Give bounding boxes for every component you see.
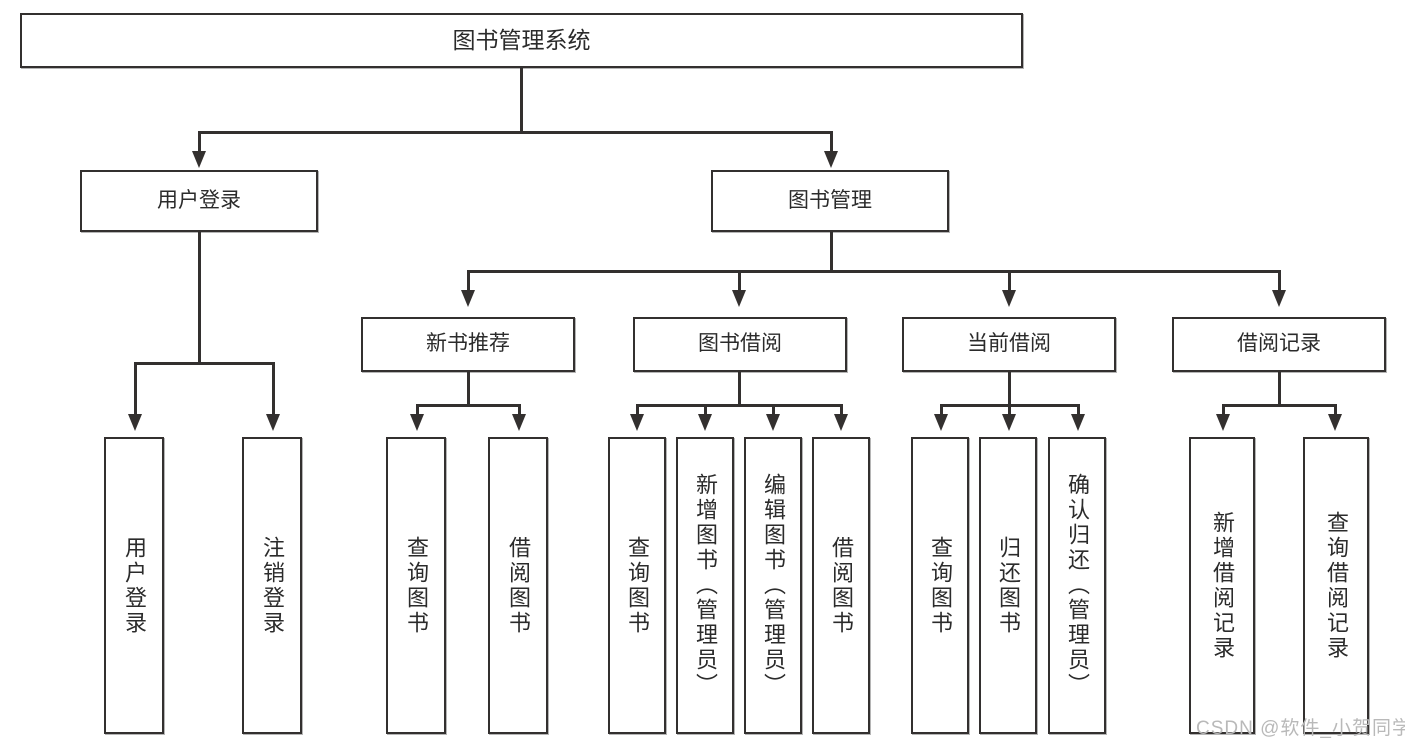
leaf-logout[interactable]: 注销登录 — [242, 437, 302, 734]
connector-current-borrow-drop-1 — [940, 404, 943, 416]
leaf-add-book-admin[interactable]: 新增图书（管理员） — [676, 437, 734, 734]
arrow-to-leaf-add-record — [1216, 414, 1230, 431]
node-label: 图书管理 — [788, 188, 872, 212]
connector-book-borrow-drop-1 — [636, 404, 639, 416]
leaf-user-login[interactable]: 用户登录 — [104, 437, 164, 734]
node-label: 查询图书 — [404, 535, 429, 636]
connector-new-book-drop-1 — [416, 404, 419, 416]
connector-new-book-stem — [467, 372, 470, 406]
connector-new-book-bar — [416, 404, 520, 407]
connector-user-login-stem — [198, 232, 201, 364]
connector-borrow-record-drop-2 — [1334, 404, 1337, 416]
connector-level3-bar — [467, 270, 1280, 273]
connector-level3-drop-4 — [1278, 270, 1281, 292]
connector-current-borrow-drop-3 — [1077, 404, 1080, 416]
arrow-to-book-borrow — [732, 290, 746, 307]
arrow-to-leaf-return-book — [1002, 414, 1016, 431]
node-label: 归还图书 — [996, 535, 1021, 636]
node-borrow-record[interactable]: 借阅记录 — [1172, 317, 1386, 372]
node-label: 注销登录 — [260, 535, 285, 636]
connector-borrow-record-drop-1 — [1222, 404, 1225, 416]
arrow-to-book-manage — [824, 151, 838, 168]
leaf-query-book-borrow[interactable]: 查询图书 — [608, 437, 666, 734]
leaf-return-book[interactable]: 归还图书 — [979, 437, 1037, 734]
arrow-to-user-login — [192, 151, 206, 168]
node-label: 查询图书 — [625, 535, 650, 636]
connector-new-book-drop-2 — [518, 404, 521, 416]
connector-level2-bar — [198, 131, 832, 134]
node-label: 借阅图书 — [506, 535, 531, 636]
arrow-to-leaf-user-login — [128, 414, 142, 431]
arrow-to-new-book-recommend — [461, 290, 475, 307]
connector-current-borrow-drop-2 — [1008, 404, 1011, 416]
arrow-to-borrow-record — [1272, 290, 1286, 307]
node-book-borrow[interactable]: 图书借阅 — [633, 317, 847, 372]
node-label: 新增图书（管理员） — [693, 473, 718, 698]
node-label: 编辑图书（管理员） — [761, 473, 786, 698]
node-label: 借阅记录 — [1237, 332, 1321, 356]
leaf-query-borrow-record[interactable]: 查询借阅记录 — [1303, 437, 1369, 734]
arrow-to-leaf-query-record — [1328, 414, 1342, 431]
leaf-query-book-current[interactable]: 查询图书 — [911, 437, 969, 734]
connector-current-borrow-stem — [1008, 372, 1011, 406]
connector-book-borrow-drop-2 — [704, 404, 707, 416]
node-label: 借阅图书 — [829, 535, 854, 636]
connector-level3-drop-1 — [467, 270, 470, 292]
node-label: 确认归还（管理员） — [1065, 473, 1090, 698]
node-label: 用户登录 — [122, 535, 147, 636]
node-book-management[interactable]: 图书管理 — [711, 170, 949, 232]
connector-user-login-drop-1 — [134, 362, 137, 416]
node-current-borrow[interactable]: 当前借阅 — [902, 317, 1116, 372]
connector-borrow-record-bar — [1222, 404, 1336, 407]
node-label: 当前借阅 — [967, 332, 1051, 356]
node-root-system[interactable]: 图书管理系统 — [20, 13, 1023, 68]
arrow-to-leaf-borrow-book-a — [512, 414, 526, 431]
connector-level2-drop-1 — [198, 131, 201, 153]
arrow-to-leaf-borrow-book-b — [834, 414, 848, 431]
arrow-to-leaf-query-book-a — [410, 414, 424, 431]
connector-book-borrow-drop-4 — [840, 404, 843, 416]
node-user-login[interactable]: 用户登录 — [80, 170, 318, 232]
connector-book-borrow-drop-3 — [772, 404, 775, 416]
arrow-to-leaf-query-book-c — [934, 414, 948, 431]
leaf-confirm-return-admin[interactable]: 确认归还（管理员） — [1048, 437, 1106, 734]
arrow-to-leaf-edit-book — [766, 414, 780, 431]
leaf-add-borrow-record[interactable]: 新增借阅记录 — [1189, 437, 1255, 734]
node-label: 查询借阅记录 — [1324, 510, 1349, 661]
arrow-to-leaf-query-book-b — [630, 414, 644, 431]
arrow-to-current-borrow — [1002, 290, 1016, 307]
connector-user-login-bar — [134, 362, 275, 365]
connector-level2-drop-2 — [830, 131, 833, 153]
connector-level3-drop-2 — [738, 270, 741, 292]
connector-level3-drop-3 — [1008, 270, 1011, 292]
node-new-book-recommend[interactable]: 新书推荐 — [361, 317, 575, 372]
connector-book-management-stem — [830, 232, 833, 272]
node-label: 新增借阅记录 — [1210, 510, 1235, 661]
connector-book-borrow-bar — [636, 404, 842, 407]
leaf-query-book-recommend[interactable]: 查询图书 — [386, 437, 446, 734]
connector-user-login-drop-2 — [272, 362, 275, 416]
connector-root-stem — [520, 68, 523, 132]
leaf-borrow-book-recommend[interactable]: 借阅图书 — [488, 437, 548, 734]
node-label: 新书推荐 — [426, 332, 510, 356]
node-label: 图书管理系统 — [452, 26, 591, 53]
node-label: 用户登录 — [157, 188, 241, 212]
connector-borrow-record-stem — [1278, 372, 1281, 406]
arrow-to-leaf-confirm-return — [1071, 414, 1085, 431]
node-label: 查询图书 — [928, 535, 953, 636]
arrow-to-leaf-add-book — [698, 414, 712, 431]
arrow-to-leaf-logout — [266, 414, 280, 431]
leaf-edit-book-admin[interactable]: 编辑图书（管理员） — [744, 437, 802, 734]
node-label: 图书借阅 — [698, 332, 782, 356]
connector-book-borrow-stem — [738, 372, 741, 406]
leaf-borrow-book[interactable]: 借阅图书 — [812, 437, 870, 734]
